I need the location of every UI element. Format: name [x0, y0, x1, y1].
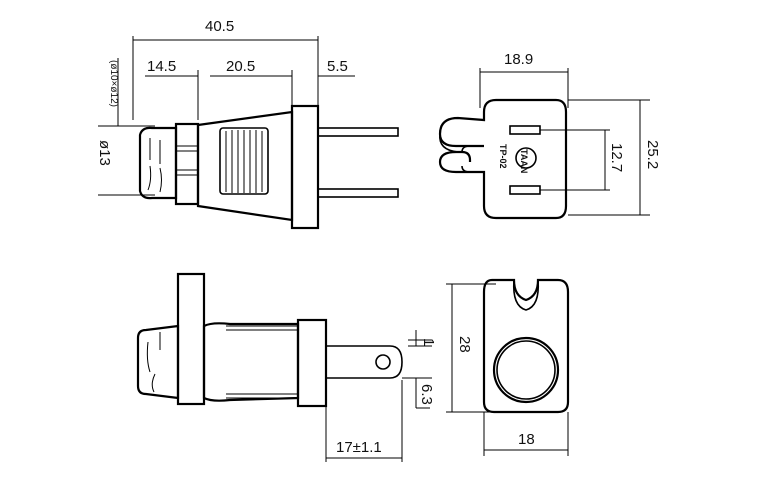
body-diameter-label: ø13 — [96, 140, 113, 166]
front-width-label: 18.9 — [504, 51, 533, 68]
rear-height-label: 28 — [456, 336, 473, 353]
pin-width-label: 6.3 — [418, 384, 435, 405]
overall-length-label: 40.5 — [205, 18, 234, 35]
cord-diameter-label: (ø10×ø12) — [108, 60, 119, 107]
pin-length-label: 17±1.1 — [336, 439, 382, 456]
pin-thickness-label: 1 — [420, 338, 437, 346]
front-view: 18.9 25.2 12.7 TAAN TP-02 — [438, 51, 661, 220]
side-view-top: 40.5 14.5 20.5 5.5 (ø10×ø12) ø13 — [96, 18, 399, 230]
model-label: TP-02 — [498, 144, 508, 169]
pin-spacing-label: 12.7 — [608, 143, 625, 172]
logo-text: TAAN — [519, 149, 529, 173]
front-height-label: 25.2 — [644, 140, 661, 169]
side-view-bottom: 1 6.3 17±1.1 — [136, 272, 437, 462]
rear-width-label: 18 — [518, 431, 535, 448]
section-a-label: 14.5 — [147, 58, 176, 75]
rear-view: 28 18 — [446, 278, 570, 456]
pin-offset-label: 5.5 — [327, 58, 348, 75]
section-b-label: 20.5 — [226, 58, 255, 75]
